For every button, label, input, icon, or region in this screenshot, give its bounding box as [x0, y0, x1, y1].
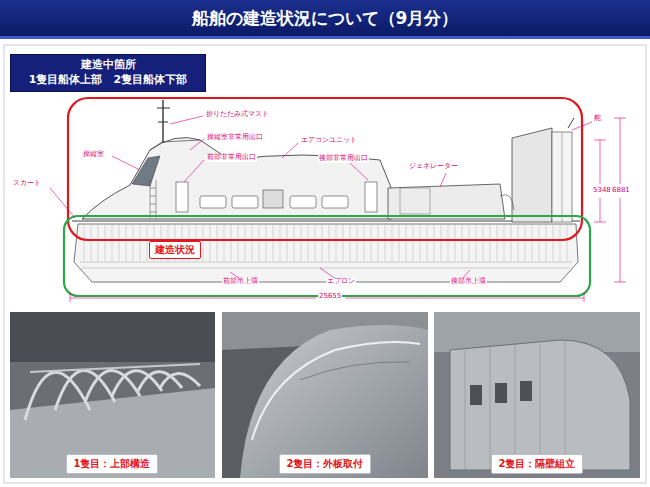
- callout-label: 前部非常用出口: [206, 154, 257, 162]
- callout-label: 操縦室非常用出口: [206, 134, 264, 142]
- callout-label: 舵: [593, 115, 602, 123]
- callout-label: 前部吊上環: [222, 278, 259, 286]
- callout-label: 操縦室: [82, 151, 105, 159]
- photo-caption: 2隻目：外板取付: [279, 454, 372, 474]
- dimension-label: 5348: [592, 187, 612, 195]
- node-text: 建造状況: [155, 243, 195, 257]
- photo-caption: 1隻目：上部構造: [66, 454, 159, 474]
- callout-label: 折りたたみ式マスト: [205, 111, 270, 119]
- callout-label: スカート: [12, 180, 42, 188]
- status-label: 建造状況: [149, 241, 201, 259]
- header-title: 建造中箇所: [81, 58, 136, 73]
- dimension-label: 6881: [611, 187, 631, 195]
- callout-label: 後部吊上環: [450, 278, 487, 286]
- dimension-label: 25655: [318, 293, 342, 301]
- callout-label: エプロン: [326, 278, 356, 286]
- node-text: 2隻目：隔壁組立: [499, 457, 576, 471]
- page-title: 船舶の建造状況について（9月分）: [0, 0, 650, 36]
- photo-caption: 2隻目：隔壁組立: [491, 454, 584, 474]
- callout-label: エアコンユニット: [300, 137, 358, 145]
- callout-label: 後部非常用出口: [318, 155, 369, 163]
- callout-label: ジェネレーター: [408, 163, 459, 171]
- node-text: 1隻目：上部構造: [74, 457, 151, 471]
- header-box: 建造中箇所1隻目船体上部 2隻目船体下部: [10, 54, 206, 92]
- header-body: 1隻目船体上部 2隻目船体下部: [29, 73, 187, 88]
- node-text: 2隻目：外板取付: [287, 457, 364, 471]
